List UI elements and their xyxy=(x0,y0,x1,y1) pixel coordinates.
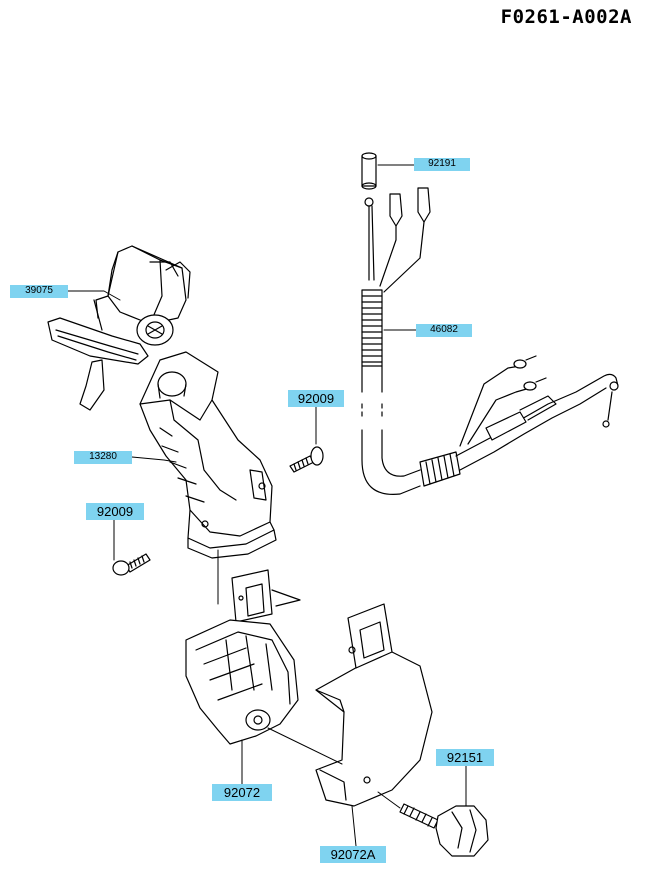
leader-lines xyxy=(67,164,467,847)
clamp-bracket-part xyxy=(231,569,301,623)
part-label-13280[interactable]: 13280 xyxy=(74,451,132,464)
wire-harness-part xyxy=(361,187,619,495)
part-label-46082[interactable]: 46082 xyxy=(416,324,472,337)
part-label-92072a[interactable]: 92072A xyxy=(320,846,386,863)
knob-bolt-part xyxy=(377,791,489,857)
throttle-lever-part xyxy=(47,245,191,411)
grip-handle-part xyxy=(139,351,277,559)
clamp-half-part xyxy=(185,619,299,745)
part-label-92191[interactable]: 92191 xyxy=(414,158,470,171)
grommet-part xyxy=(361,152,377,190)
part-label-39075[interactable]: 39075 xyxy=(10,285,68,298)
clamp-half-a-part xyxy=(315,603,433,807)
part-label-92009-upper[interactable]: 92009 xyxy=(288,390,344,407)
screw-upper-part xyxy=(289,446,324,473)
part-label-92072[interactable]: 92072 xyxy=(212,784,272,801)
diagram-code: F0261-A002A xyxy=(500,6,632,28)
part-label-92009-lower[interactable]: 92009 xyxy=(86,503,144,520)
part-label-92151[interactable]: 92151 xyxy=(436,749,494,766)
screw-lower-part xyxy=(112,553,151,576)
